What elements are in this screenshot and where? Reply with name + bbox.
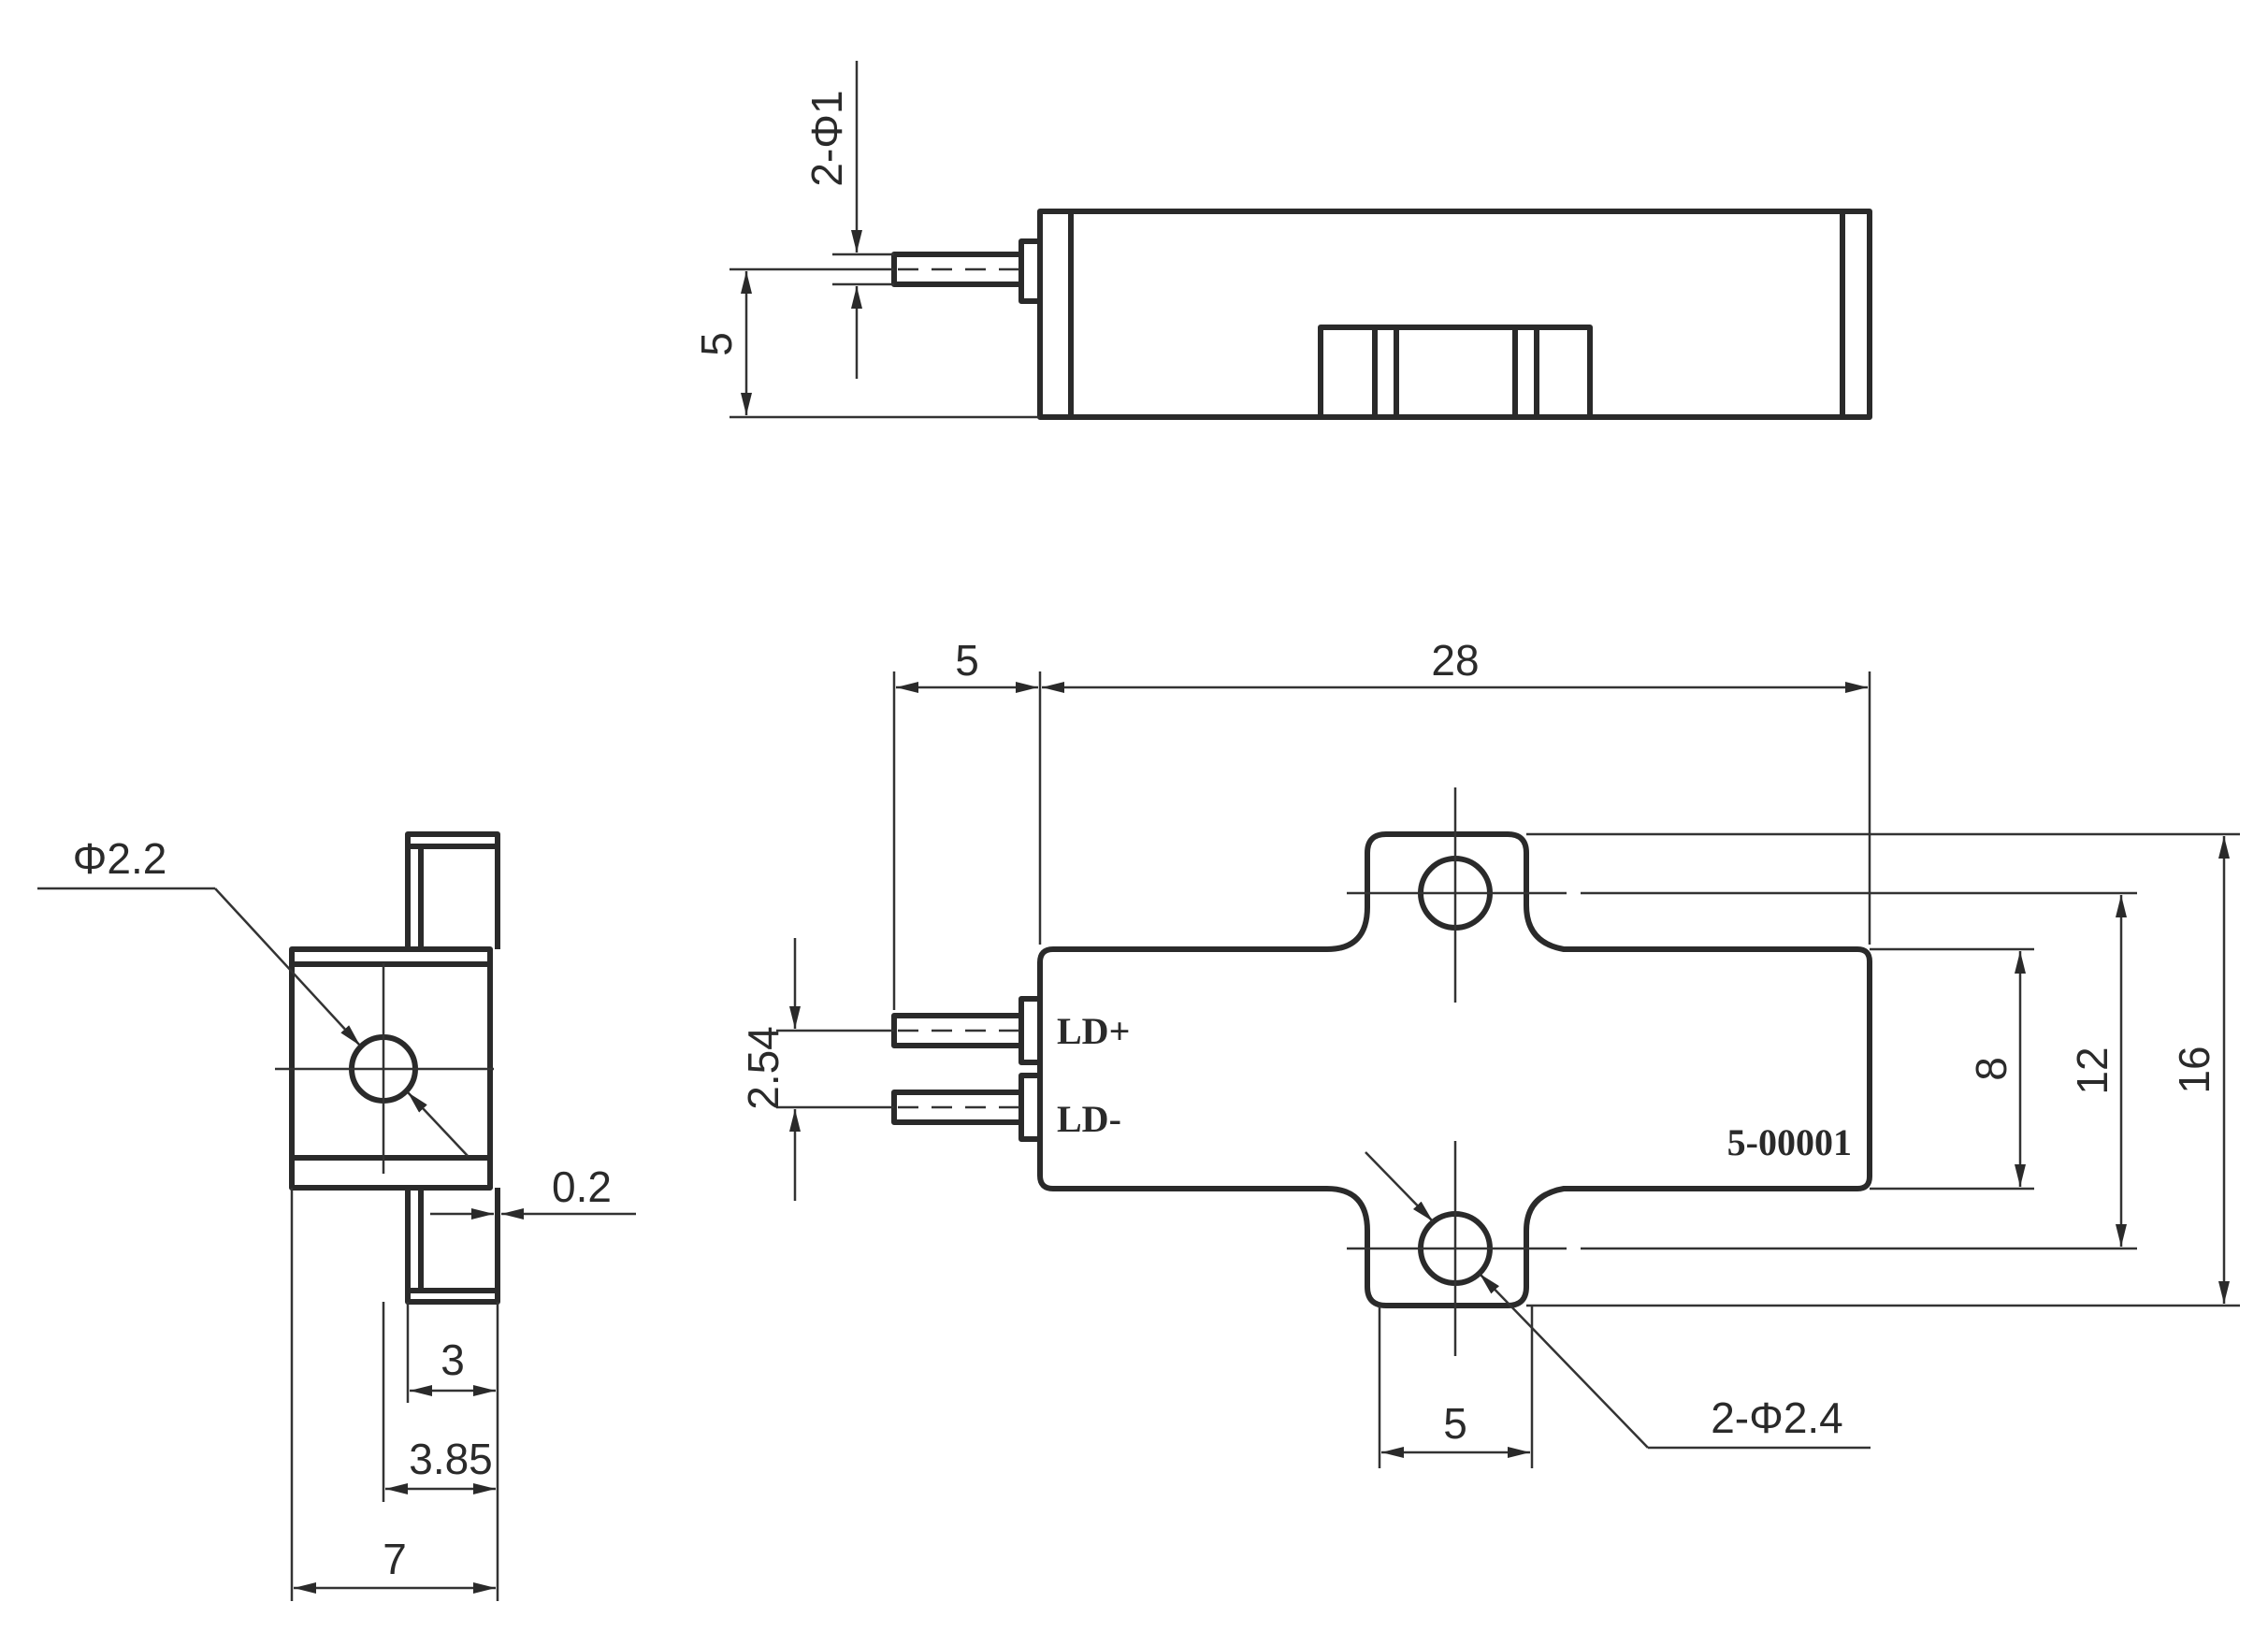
side-view: Φ2.2 0.2 3 3.85 7 [37, 831, 636, 1601]
side-view-hole-diameter-label: Φ2.2 [73, 834, 167, 883]
side-view-tab-offset-label: 3.85 [409, 1435, 493, 1483]
front-view-hole-leader-through [1479, 1273, 1649, 1449]
pin-label-ld-plus: LD+ [1057, 1010, 1130, 1052]
front-view-body-width-label: 8 [1967, 1057, 2015, 1081]
side-view-lower-tab [405, 1188, 500, 1305]
top-view-mount-foot [1318, 325, 1593, 417]
front-view-tab-width-label: 5 [1443, 1399, 1467, 1448]
front-view-flange-width-label: 16 [2170, 1046, 2218, 1093]
front-view-pin-length-label: 5 [955, 636, 979, 685]
top-view-body [1037, 209, 1872, 420]
front-view-mount-holes-label: 2-Φ2.4 [1711, 1393, 1843, 1442]
side-view-hole-leader-through [407, 1091, 469, 1157]
front-view-flange [1037, 831, 1872, 1308]
side-view-hole-leader-lead [214, 888, 361, 1046]
part-number-label: 5-00001 [1727, 1121, 1852, 1163]
top-view-pin-dia-label: 2-Φ1 [802, 90, 851, 186]
front-view-pin-pitch-label: 2.54 [739, 1026, 787, 1110]
side-view-total-width-label: 7 [383, 1535, 407, 1583]
front-view: LD+ LD- 5-00001 5 28 2.54 8 12 16 5 [739, 636, 2240, 1468]
front-view-hole-pitch-label: 12 [2068, 1046, 2116, 1094]
top-view: 5 2-Φ1 [692, 61, 1872, 420]
side-view-gap-label: 0.2 [552, 1162, 612, 1211]
pin-label-ld-minus: LD- [1057, 1098, 1121, 1140]
front-view-hole-leader-lead [1365, 1151, 1434, 1222]
top-view-pin-height-label: 5 [692, 332, 741, 356]
side-view-upper-tab [405, 831, 500, 949]
side-view-tab-width-label: 3 [441, 1335, 465, 1384]
front-view-body-length-label: 28 [1431, 636, 1479, 685]
